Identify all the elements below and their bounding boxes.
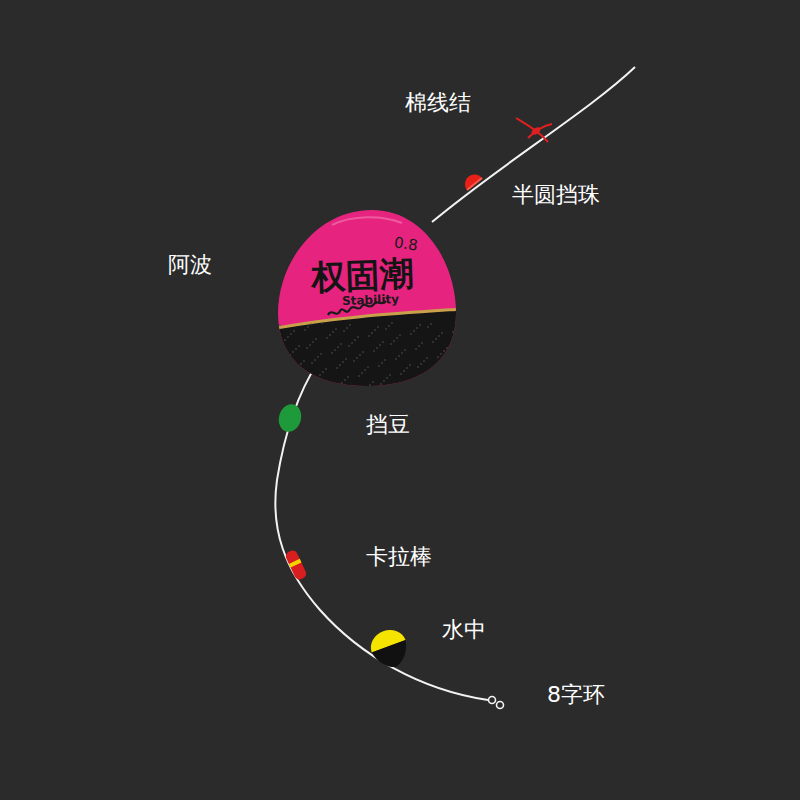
- cotton-knot: [516, 118, 552, 142]
- fishing-line: [275, 362, 488, 700]
- kara-stick: [284, 549, 308, 581]
- brand-subtitle: Stability: [342, 292, 399, 308]
- part-label: 卡拉棒: [366, 542, 432, 572]
- figure-eight-ring: [489, 697, 504, 709]
- part-label: 8字环: [547, 680, 605, 710]
- bean-stopper: [276, 402, 304, 435]
- half-round-stopper: [467, 178, 482, 190]
- weight-mark: 0.8: [393, 233, 419, 254]
- part-label: 阿波: [168, 250, 212, 280]
- part-label: 水中: [442, 615, 486, 645]
- part-label: 挡豆: [366, 410, 410, 440]
- underwater-float: [366, 625, 413, 673]
- bobber-float: 0.8权固潮Stability: [272, 205, 462, 390]
- part-label: 棉线结: [405, 88, 471, 118]
- half-round-stopper: [465, 174, 482, 190]
- part-label: 半圆挡珠: [512, 180, 600, 210]
